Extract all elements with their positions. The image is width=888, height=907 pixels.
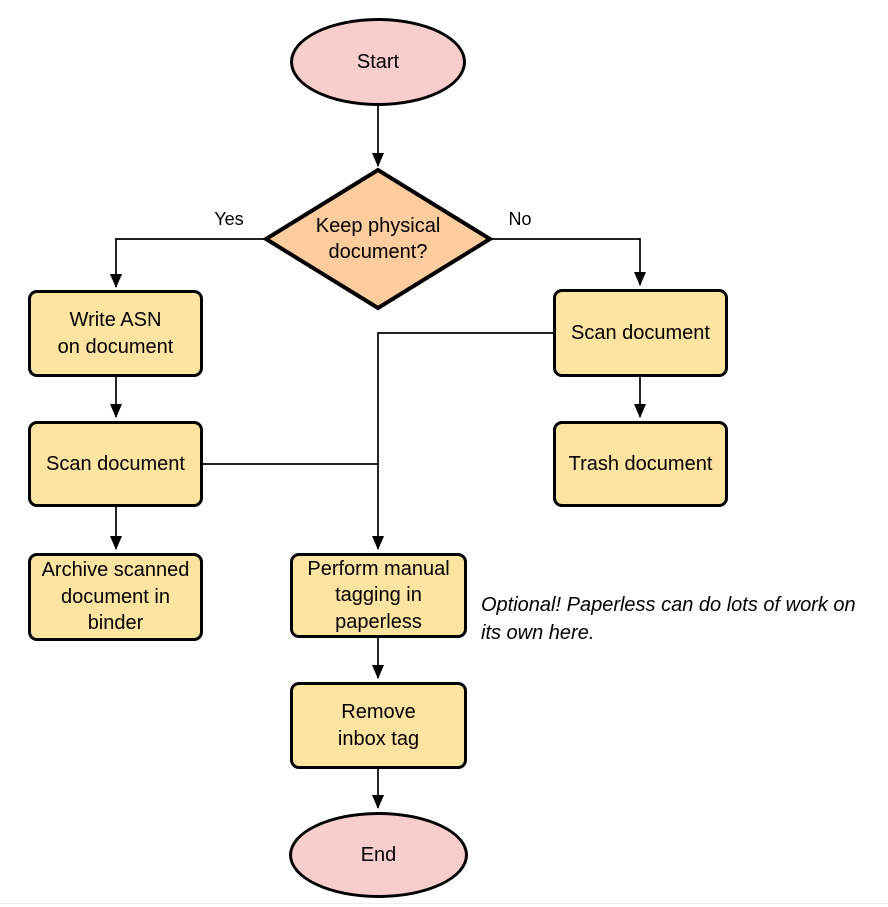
node-archive-document: Archive scanned document in binder bbox=[28, 553, 203, 641]
edge-scan-right-to-tagging bbox=[372, 332, 553, 550]
node-remove-inbox-tag: Remove inbox tag bbox=[290, 682, 467, 769]
edge-decision-to-scan-right bbox=[490, 238, 646, 286]
node-trash-document-label: Trash document bbox=[568, 452, 713, 475]
edge-label-no: No bbox=[497, 209, 543, 231]
node-manual-tagging-label: Perform manual tagging in paperless bbox=[307, 557, 450, 633]
node-start: Start bbox=[290, 18, 466, 106]
node-trash-document: Trash document bbox=[553, 421, 728, 507]
node-write-asn-label: Write ASN on document bbox=[57, 309, 174, 358]
node-scan-document-right: Scan document bbox=[553, 289, 728, 377]
node-scan-document-right-label: Scan document bbox=[571, 321, 710, 344]
node-archive-document-label: Archive scanned document in binder bbox=[41, 559, 190, 635]
node-end: End bbox=[289, 812, 468, 898]
decision-diamond-shape bbox=[262, 167, 494, 311]
edge-decision-to-write-asn bbox=[110, 238, 266, 288]
node-decision: Keep physical document? bbox=[288, 212, 468, 266]
node-start-label: Start bbox=[356, 50, 400, 73]
node-remove-inbox-tag-label: Remove inbox tag bbox=[337, 701, 420, 750]
optional-note: Optional! Paperless can do lots of work … bbox=[481, 594, 856, 644]
node-scan-document-left-label: Scan document bbox=[46, 452, 185, 475]
node-write-asn: Write ASN on document bbox=[28, 290, 203, 377]
page-bottom-divider bbox=[0, 903, 888, 904]
node-scan-document-left: Scan document bbox=[28, 421, 203, 507]
edge-label-yes: Yes bbox=[206, 209, 252, 231]
node-manual-tagging: Perform manual tagging in paperless bbox=[290, 553, 467, 638]
node-end-label: End bbox=[360, 843, 397, 866]
node-decision-label: Keep physical document? bbox=[315, 214, 441, 263]
